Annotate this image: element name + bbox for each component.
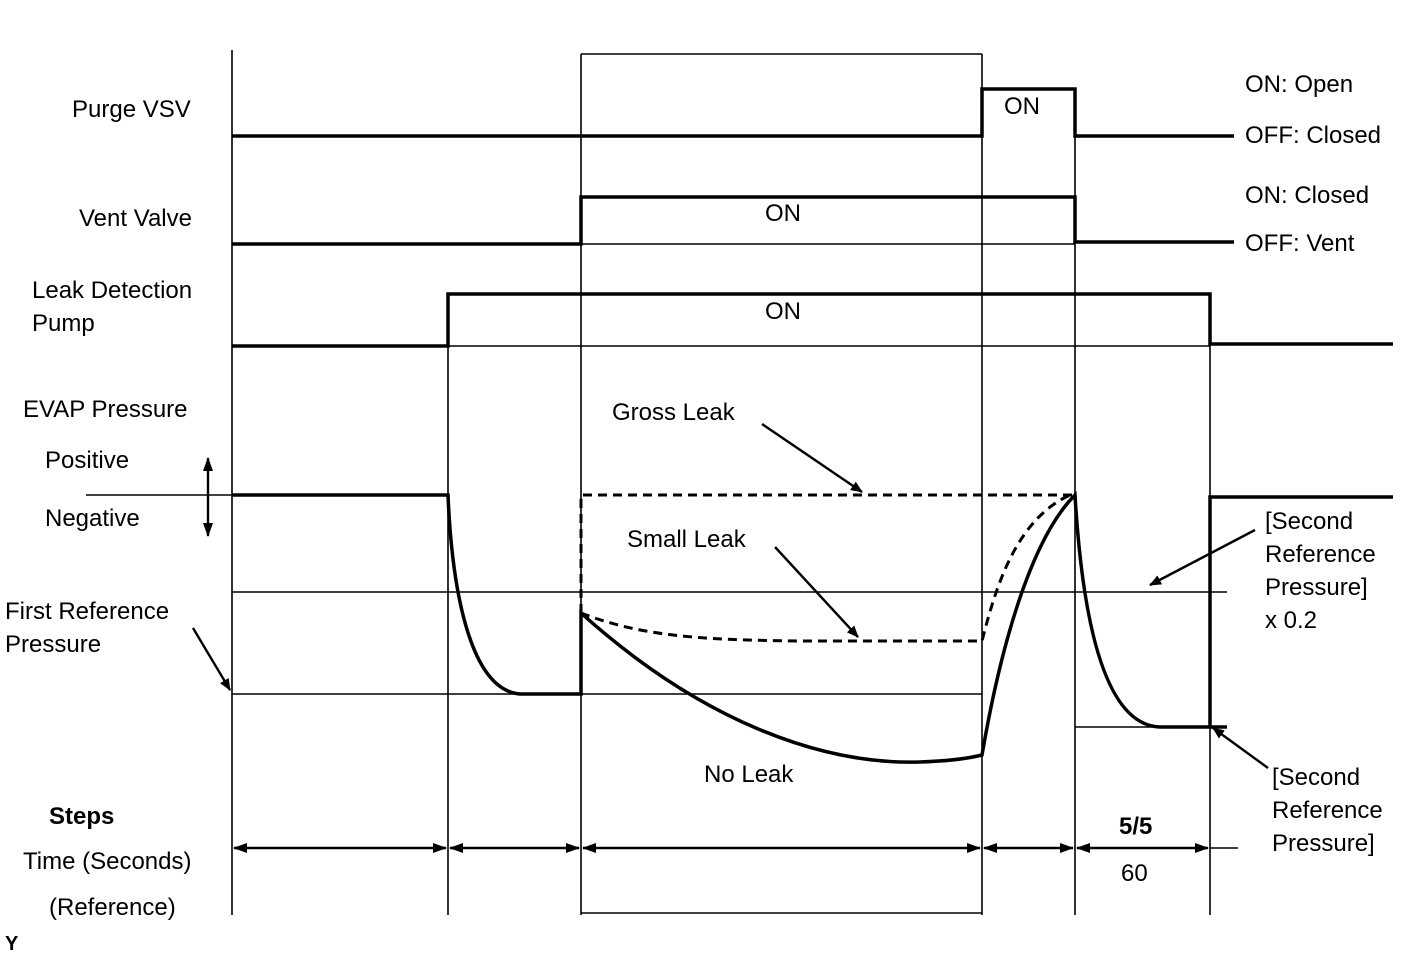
steps-label: Steps xyxy=(49,803,114,830)
second-ref-x02-line-4: x 0.2 xyxy=(1265,607,1317,634)
second-ref-line-1: [Second xyxy=(1272,764,1360,791)
evap-pressure-label: EVAP Pressure xyxy=(23,396,188,423)
annotation-arrows xyxy=(191,423,1269,769)
second-ref-x02-line-3: Pressure] xyxy=(1265,574,1368,601)
purge-off-state: OFF: Closed xyxy=(1245,122,1381,149)
evap-pressure-no-leak-curve xyxy=(232,491,1227,764)
pump-on-label: ON xyxy=(765,298,801,325)
evap-pressure-tail xyxy=(1208,495,1393,727)
second-ref-x02-line-1: [Second xyxy=(1265,508,1353,535)
grid-lines xyxy=(86,50,1227,915)
positive-label: Positive xyxy=(45,447,129,474)
leak-pump-label-2: Pump xyxy=(32,310,95,337)
vent-on-label: ON xyxy=(765,200,801,227)
time-value: 60 xyxy=(1121,860,1148,887)
purge-on-state: ON: Open xyxy=(1245,71,1353,98)
purge-on-label: ON xyxy=(1004,93,1040,120)
vent-valve-trace xyxy=(232,195,1234,246)
gross-leak-label: Gross Leak xyxy=(612,399,736,426)
gross-leak-curve xyxy=(579,493,1075,613)
leak-pump-label-1: Leak Detection xyxy=(32,277,192,304)
reference-label: (Reference) xyxy=(49,894,176,921)
step-value: 5/5 xyxy=(1119,813,1152,840)
small-leak-label: Small Leak xyxy=(627,526,747,553)
time-label: Time (Seconds) xyxy=(23,848,192,875)
vent-off-state: OFF: Vent xyxy=(1245,230,1355,257)
purge-vsv-label: Purge VSV xyxy=(72,96,191,123)
second-ref-x02-line-2: Reference xyxy=(1265,541,1376,568)
small-leak-curve xyxy=(580,493,1071,643)
negative-label: Negative xyxy=(45,505,140,532)
first-ref-label-2: Pressure xyxy=(5,631,101,658)
second-ref-line-2: Reference xyxy=(1272,797,1383,824)
footer-code: Y xyxy=(5,933,19,955)
no-leak-label: No Leak xyxy=(704,761,794,788)
vent-on-state: ON: Closed xyxy=(1245,182,1369,209)
purge-vsv-trace xyxy=(232,87,1234,138)
leak-pump-trace xyxy=(232,292,1393,348)
vent-valve-label: Vent Valve xyxy=(79,205,192,232)
first-ref-label-1: First Reference xyxy=(5,598,169,625)
second-ref-line-3: Pressure] xyxy=(1272,830,1375,857)
